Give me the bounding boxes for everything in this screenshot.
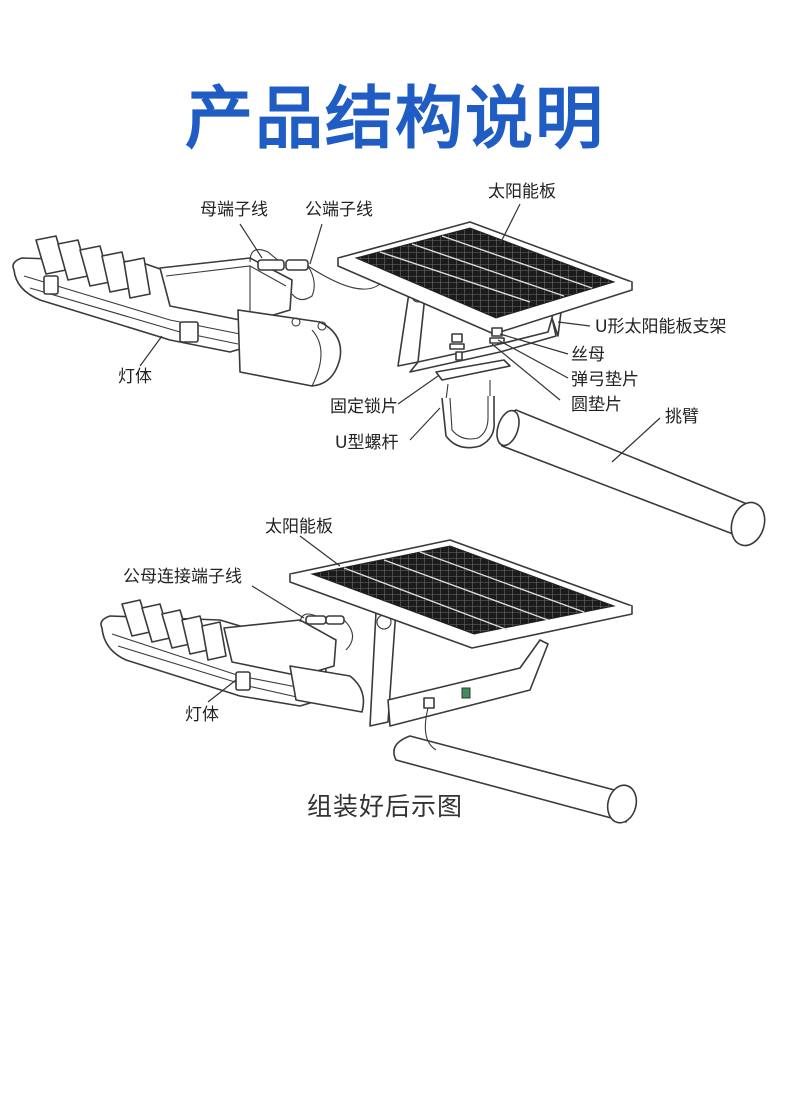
label-male-wire: 公端子线 <box>305 200 373 220</box>
assembled-lamp-body-illustration <box>100 599 365 713</box>
labels-bottom: 太阳能板 公母连接端子线 灯体 <box>123 517 333 725</box>
label-solar-panel: 太阳能板 <box>488 182 556 202</box>
label-connector-wire: 公母连接端子线 <box>123 567 242 587</box>
label-female-wire: 母端子线 <box>200 200 268 220</box>
leader-lines-top <box>139 203 661 463</box>
label-lamp-body-assembled: 灯体 <box>185 705 219 725</box>
arm-pipe-illustration <box>496 409 766 547</box>
assembled-connector-wire <box>299 613 354 651</box>
leader-lines-bottom <box>207 535 341 703</box>
label-round-washer: 圆垫片 <box>571 395 622 415</box>
heat-sink-fins <box>35 235 151 299</box>
terminal-wires <box>249 249 381 301</box>
bottom-assembled-view: 太阳能板 公母连接端子线 灯体 组装好后示图 <box>100 517 638 824</box>
lock-plate-and-u-bolt <box>435 359 511 449</box>
labels-top: 母端子线 公端子线 太阳能板 U形太阳能板支架 丝母 弹弓垫片 圆垫片 挑臂 灯… <box>118 182 726 453</box>
bolt-hardware <box>449 327 505 361</box>
assembled-solar-panel-illustration <box>289 539 633 751</box>
label-u-bolt: U型螺杆 <box>335 433 398 453</box>
label-u-bracket: U形太阳能板支架 <box>595 317 726 337</box>
solar-panel-illustration <box>337 221 633 373</box>
top-exploded-view: 母端子线 公端子线 太阳能板 U形太阳能板支架 丝母 弹弓垫片 圆垫片 挑臂 灯… <box>12 182 766 547</box>
label-lock-plate: 固定锁片 <box>330 397 398 417</box>
assembled-pipe-illustration <box>393 735 638 824</box>
label-spring-washer: 弹弓垫片 <box>571 370 639 390</box>
label-nut: 丝母 <box>571 345 605 365</box>
label-solar-panel-assembled: 太阳能板 <box>265 517 333 537</box>
label-lamp-body: 灯体 <box>118 367 152 387</box>
label-arm: 挑臂 <box>665 407 699 427</box>
assembled-caption: 组装好后示图 <box>307 792 463 821</box>
page-title: 产品结构说明 <box>185 80 605 159</box>
assembled-heat-sink-fins <box>121 599 227 661</box>
lamp-body-illustration <box>12 235 342 387</box>
